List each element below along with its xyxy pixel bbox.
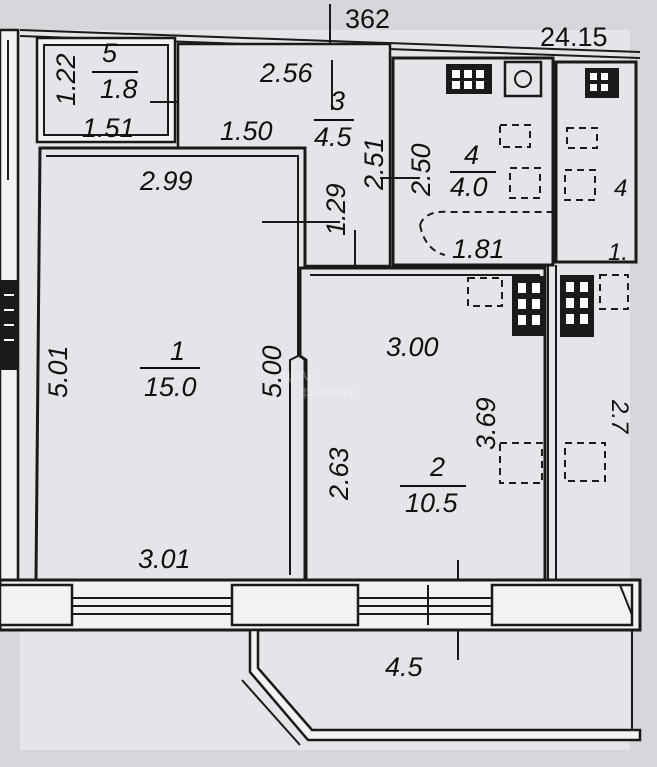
window-right (358, 585, 492, 625)
room-5-bathroom (35, 36, 210, 144)
stove-icon (446, 64, 492, 94)
dim-room1-right: 5.00 (257, 345, 287, 398)
room-5-area: 1.8 (100, 74, 138, 104)
adjacent-side-dim: 2.7 (606, 399, 633, 435)
dim-room2-left: 2.63 (324, 447, 354, 501)
room-1-number: 1 (170, 336, 185, 366)
window-left (72, 597, 232, 615)
dim-hall-lower-width: 1.50 (220, 116, 273, 146)
dim-hall-length: 2.51 (359, 137, 389, 191)
sink-icon (503, 60, 543, 98)
room-1 (34, 146, 340, 582)
room-2 (298, 266, 547, 660)
left-outer-wall (0, 28, 20, 587)
dim-hall-width: 2.56 (259, 58, 314, 88)
watermark-line1: ЦИАН (282, 369, 316, 383)
radiator-icon (512, 276, 546, 336)
dim-room2-top: 3.00 (386, 332, 439, 362)
dim-room2-right: 3.69 (471, 397, 501, 450)
dim-corridor-step: 1.29 (321, 183, 351, 236)
exterior-wall-bottom (0, 578, 642, 632)
dim-room1-top: 2.99 (139, 166, 193, 196)
room-4-kitchen (380, 56, 612, 267)
corner-number-label: 24.15 (540, 22, 608, 52)
dim-bath-height: 1.22 (51, 53, 81, 106)
adjacent-number: 4 (614, 175, 627, 202)
balcony-area: 4.5 (385, 652, 424, 682)
top-number-label: 362 (345, 4, 390, 34)
dim-room1-left: 5.01 (43, 345, 73, 398)
adjacent-unit (547, 60, 638, 585)
dim-bath-width: 1.51 (82, 113, 135, 143)
watermark-line2: фрамнкер (300, 385, 357, 399)
dim-kitchen-depth: 2.50 (406, 143, 436, 197)
room-2-number: 2 (429, 452, 445, 482)
room-3-area: 4.5 (314, 122, 353, 152)
dim-kitchen-width: 1.81 (452, 234, 505, 264)
room-4-area: 4.0 (450, 172, 488, 202)
room-3-number: 3 (330, 86, 345, 116)
room-4-number: 4 (464, 140, 479, 170)
balcony (241, 628, 642, 746)
room-5-number: 5 (102, 38, 118, 68)
room-2-area: 10.5 (405, 488, 459, 518)
room-1-area: 15.0 (144, 372, 197, 402)
dim-room1-bottom: 3.01 (138, 544, 191, 574)
adjacent-fragment: 1. (608, 239, 628, 266)
watermark: ЦИАН фрамнкер (282, 369, 357, 399)
